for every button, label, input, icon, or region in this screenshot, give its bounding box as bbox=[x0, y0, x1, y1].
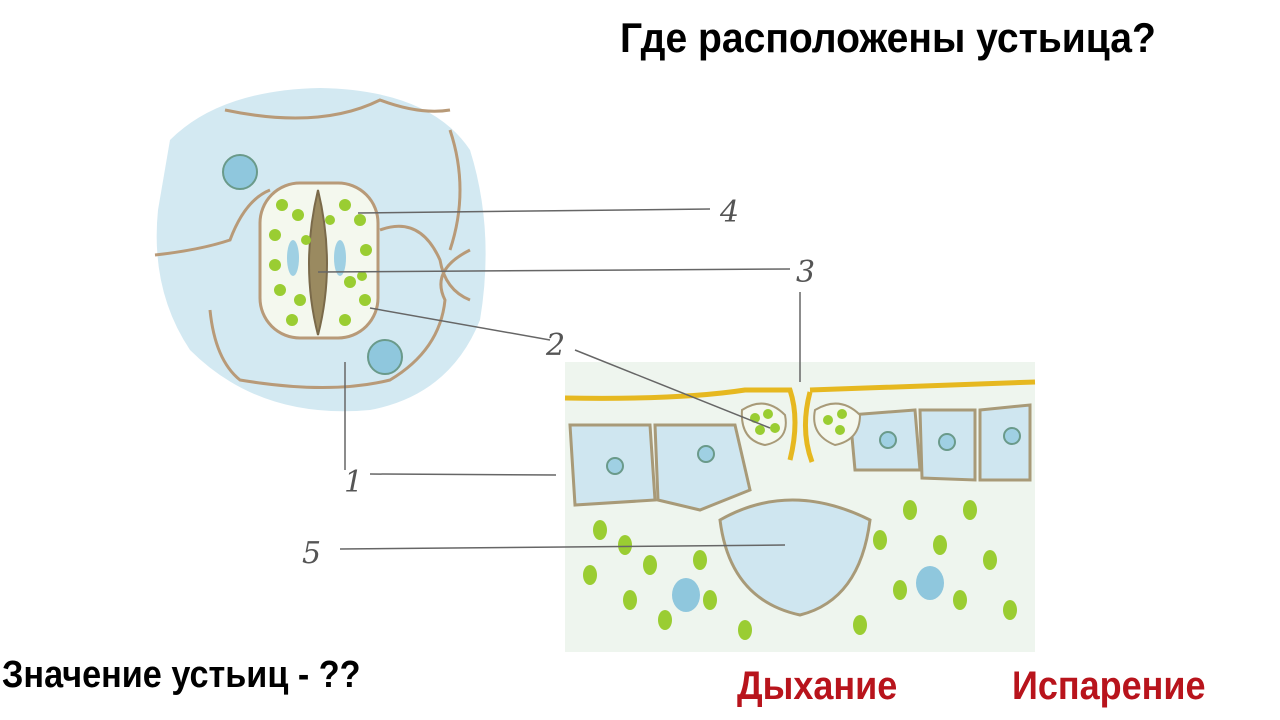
label-4: 4 bbox=[719, 195, 739, 230]
answer-breathing: Дыхание bbox=[737, 664, 898, 708]
leader-lines bbox=[317, 208, 801, 550]
surface-view bbox=[154, 88, 486, 412]
label-3: 3 bbox=[796, 255, 815, 290]
label-5: 5 bbox=[302, 536, 321, 571]
cross-section-view bbox=[564, 362, 1036, 652]
slide-title: Где расположены устьица? bbox=[620, 14, 1156, 61]
label-2: 2 bbox=[545, 328, 565, 363]
answer-evaporation: Испарение bbox=[1012, 664, 1206, 708]
label-1: 1 bbox=[344, 465, 363, 500]
stoma-guard-cells bbox=[258, 181, 380, 340]
question-text: Значение устьиц - ?? bbox=[2, 654, 361, 696]
